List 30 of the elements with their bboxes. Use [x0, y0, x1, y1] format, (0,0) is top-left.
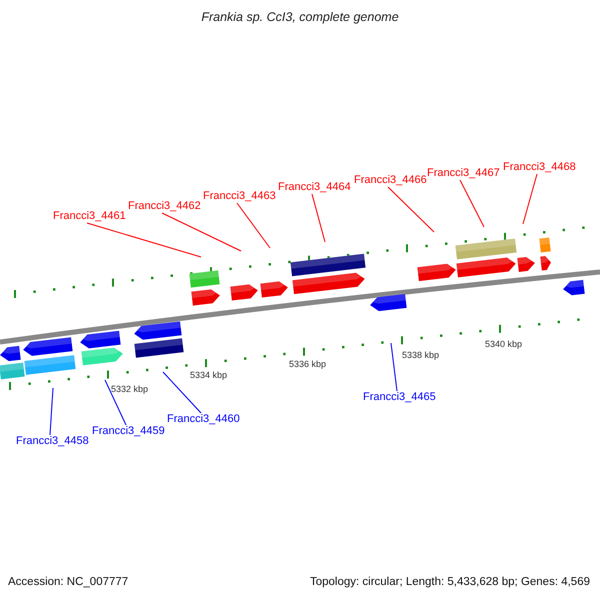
scale-label: 5334 kbp	[190, 370, 228, 381]
gene-label: Francci3_4461	[53, 210, 126, 223]
leader-line	[522, 174, 538, 224]
leader-line	[162, 372, 202, 414]
leader-line	[104, 380, 126, 426]
leader-line	[460, 180, 484, 228]
leader-line	[162, 212, 242, 252]
footer-text: Topology: circular; Length: 5,433,628 bp; Genes: 4,569	[310, 575, 590, 589]
leader-line	[388, 186, 434, 232]
gene-label: Francci3_4468	[503, 161, 576, 174]
scale-label: 5332 kbp	[111, 384, 148, 395]
gene-label: Francci3_4467	[427, 167, 500, 180]
gene-label: Francci3_4466	[354, 174, 427, 187]
leader-line	[86, 222, 202, 258]
gene-label: Francci3_4459	[92, 425, 165, 438]
gene-label: Francci3_4464	[278, 181, 351, 194]
chart-title: Frankia sp. CcI3, complete genome	[200, 10, 400, 24]
leader-line	[236, 202, 270, 248]
leader-line	[50, 388, 54, 436]
gene-label: Francci3_4458	[16, 435, 89, 448]
gene-label: Francci3_4463	[203, 190, 276, 203]
footer-text: Accession: NC_007777	[8, 575, 128, 589]
gene-label: Francci3_4465	[363, 391, 436, 404]
scale-label: 5340 kbp	[485, 339, 522, 350]
leader-line	[312, 194, 326, 242]
scale-label: 5336 kbp	[289, 359, 326, 370]
gene-label: Francci3_4460	[167, 413, 240, 426]
scale-label: 5338 kbp	[402, 350, 440, 361]
gene-label: Francci3_4462	[128, 200, 201, 213]
leader-line	[390, 342, 398, 392]
